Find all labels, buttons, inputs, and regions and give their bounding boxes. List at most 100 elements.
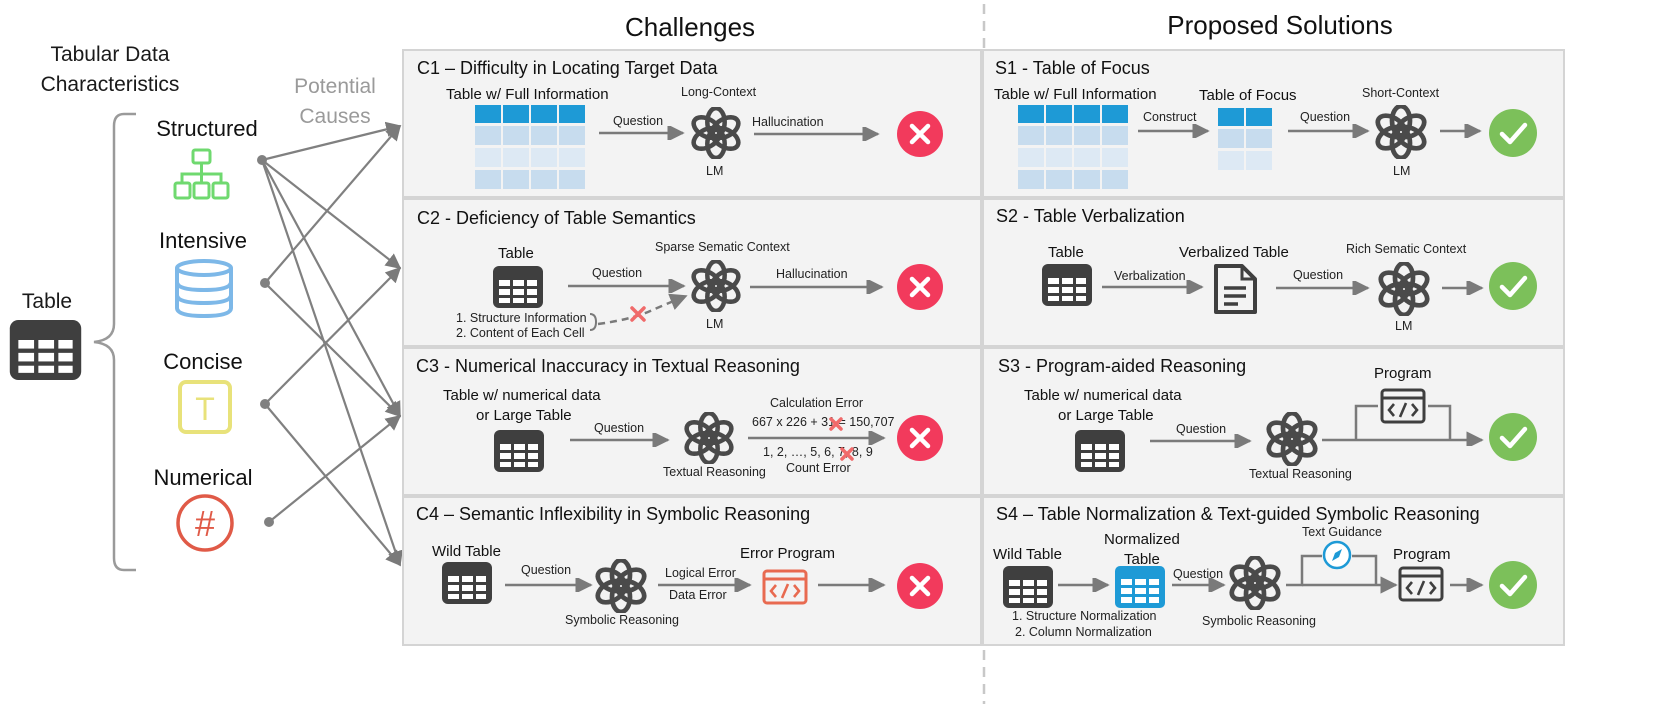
s1-question-label: Question [1300,110,1351,124]
s1-lm-label: LM [1393,164,1411,178]
potential-causes-label: Potential Causes [280,72,390,132]
hash-icon: # [176,494,234,552]
s4-code-icon [1398,566,1444,602]
c3-count-cross-icon [840,447,854,461]
s4-guidance-loop [1286,554,1398,594]
c4-reasoning-icon [594,559,648,613]
c4-question-label: Question [521,563,572,577]
c2-question-label: Question [592,266,643,280]
c1-lm-label: LM [706,164,724,178]
s2-context-label: Rich Sematic Context [1346,242,1467,256]
c2-dashed-path [589,293,688,331]
s4-reasoning-icon [1228,556,1282,610]
c2-error-arrow [750,280,884,294]
c4-table-icon [442,562,492,604]
c1-context-label: Long-Context [681,85,757,99]
s3-reasoning-label: Textual Reasoning [1249,467,1352,481]
c3-error-arrow [748,431,886,445]
s4-normalize-arrow [1058,578,1110,592]
challenges-header: Challenges [624,12,756,42]
s1-success-icon [1489,109,1537,157]
s2-verbalized-label: Verbalized Table [1179,244,1289,261]
s2-lm-icon [1377,262,1431,316]
c1-error-label: Hallucination [752,115,824,129]
solution-panel-4 [982,496,1565,646]
c3-calc-error-label: Calculation Error [770,396,864,410]
characteristics-title-line2: Characteristics [40,73,180,96]
c2-lm-icon [690,260,742,312]
challenge-title-3: C3 - Numerical Inaccuracy in Textual Rea… [416,356,800,376]
c2-context-label: Sparse Sematic Context [655,240,790,254]
characteristics-title-line1: Tabular Data [50,43,170,66]
c1-question-label: Question [613,114,664,128]
hierarchy-icon [173,148,230,200]
c4-fail-icon [897,563,943,609]
s4-normalized-line1: Normalized [1104,531,1180,548]
s4-question-arrow [1172,578,1226,592]
s1-question-arrow [1288,124,1370,138]
c3-calc-expression: 667 x 226 + 31 = 150,707 [752,415,895,429]
s4-success-arrow [1450,578,1484,592]
s3-program-label: Program [1374,365,1432,382]
s4-normalized-line2: Table [1124,551,1160,568]
s4-guidance-label: Text Guidance [1302,525,1382,539]
s1-construct-arrow [1138,124,1210,138]
hash-icon-glyph: # [195,503,215,544]
c2-table-icon [493,266,543,308]
characteristic-concise: Concise [133,349,273,375]
c4-error-arrow [658,578,752,592]
s1-full-table-icon [1018,105,1128,189]
s4-program-label: Program [1393,546,1451,563]
s3-reasoning-icon [1265,412,1319,466]
characteristics-title: Tabular Data Characteristics [20,40,200,100]
s4-table-icon [1003,566,1053,608]
bracket [93,112,136,572]
c3-reasoning-label: Textual Reasoning [663,465,766,479]
s1-context-label: Short-Context [1362,86,1440,100]
c4-logical-error-label: Logical Error [665,566,736,580]
c2-note-2: 2. Content of Each Cell [456,326,585,340]
text-icon: T [178,380,232,434]
c2-fail-icon [897,264,943,310]
c3-table-line1: Table w/ numerical data [443,387,601,404]
table-label: Table [21,290,73,313]
s3-program-loop [1322,404,1484,446]
c3-count-expression: 1, 2, …, 5, 6, 7, 8, 9 [763,445,873,459]
s1-success-arrow [1440,124,1482,138]
c3-table-line2: or Large Table [476,407,572,424]
c1-fail-icon [897,111,943,157]
challenge-title-1: C1 – Difficulty in Locating Target Data [417,58,718,78]
c2-lm-label: LM [706,317,724,331]
s2-lm-label: LM [1395,319,1413,333]
c2-note-1: 1. Structure Information [456,311,587,325]
c4-program-label: Error Program [740,545,836,562]
challenge-panel-4 [402,496,982,646]
c3-calc-cross-icon [829,417,843,431]
database-icon [175,259,233,319]
c1-table-label: Table w/ Full Information [446,86,609,103]
s3-question-label: Question [1176,422,1227,436]
characteristic-concise-label: Concise [163,349,243,374]
s3-success-icon [1489,413,1537,461]
c1-lm-icon [690,107,742,159]
s4-question-label: Question [1173,567,1224,581]
s2-question-arrow [1276,281,1370,295]
challenge-title-2: C2 - Deficiency of Table Semantics [417,208,696,228]
c3-question-label: Question [594,421,645,435]
text-icon-glyph: T [195,391,215,427]
c3-table-icon [494,430,544,472]
c4-code-icon [762,569,808,605]
s4-note-1: 1. Structure Normalization [1012,609,1157,623]
c1-question-arrow [599,126,685,140]
s3-table-icon [1075,430,1125,472]
s1-table-label: Table w/ Full Information [994,86,1157,103]
s3-question-arrow [1150,434,1252,448]
c1-error-arrow [754,127,880,141]
compass-icon [1322,540,1352,570]
document-icon [1214,264,1257,314]
c4-fail-arrow [818,578,886,592]
c3-count-error-label: Count Error [786,461,851,475]
c3-fail-icon [897,415,943,461]
s4-note-2: 2. Column Normalization [1015,625,1152,639]
s2-question-label: Question [1293,268,1344,282]
